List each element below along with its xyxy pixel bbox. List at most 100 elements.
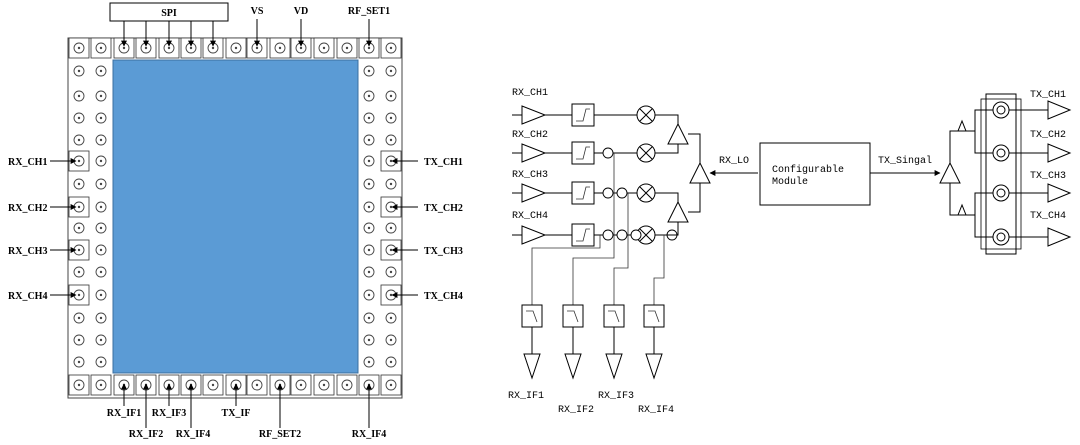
tx-isolator-core — [996, 232, 1006, 242]
pad-center — [367, 270, 371, 274]
if-output-chain — [562, 153, 615, 380]
pad-center — [367, 338, 371, 342]
pad-center — [99, 69, 103, 73]
pad-center — [77, 248, 81, 252]
module-title-line2: Module — [772, 176, 808, 188]
chip-pad — [363, 134, 375, 146]
pad-center — [99, 46, 103, 50]
rx-coupler-node — [616, 229, 628, 241]
if-filter-symbol — [567, 310, 579, 323]
rf-set2-pin-label: RF_SET2 — [259, 429, 301, 440]
pad-center — [99, 205, 103, 209]
chip-pad — [269, 37, 291, 59]
pad-center — [77, 360, 81, 364]
chip-pad — [95, 222, 107, 234]
pad-center — [389, 383, 393, 387]
pad-center — [389, 69, 393, 73]
rx-channel-row — [512, 141, 657, 165]
pad-center — [389, 360, 393, 364]
pad-center — [122, 46, 126, 50]
rx-coupler-node — [602, 187, 614, 199]
chip-pad — [363, 244, 375, 256]
pad-center — [211, 46, 215, 50]
pad-center — [278, 46, 282, 50]
chip-pad — [363, 266, 375, 278]
pad-center — [99, 270, 103, 274]
chip-pad — [363, 334, 375, 346]
rx-mixer-cross — [639, 146, 653, 160]
chip-pad — [336, 37, 358, 59]
rx-coupler-node — [630, 229, 642, 241]
chip-pad — [385, 134, 397, 146]
pad-center — [299, 383, 303, 387]
pad-center — [77, 116, 81, 120]
pad-center — [99, 316, 103, 320]
rx-lo-label: RX_LO — [719, 156, 749, 167]
chip-pad — [385, 178, 397, 190]
pad-center — [345, 46, 349, 50]
pad-center — [367, 182, 371, 186]
pad-center — [389, 46, 393, 50]
rx-ch1-pin-label: RX_CH1 — [8, 157, 47, 168]
pad-center — [367, 360, 371, 364]
pad-center — [77, 159, 81, 163]
rx-channel-row — [512, 223, 657, 247]
pad-center — [77, 226, 81, 230]
rx-if4-right-pin-label: RX_IF4 — [352, 429, 386, 440]
block-tx-ch4-label: TX_CH4 — [1030, 211, 1066, 222]
block-rx-if3-label: RX_IF3 — [598, 391, 634, 402]
chip-pad — [313, 374, 335, 396]
rx-mixer-cross — [639, 186, 653, 200]
tx-pa-triangle — [1047, 143, 1072, 163]
chip-pad — [73, 134, 85, 146]
pad-center — [77, 138, 81, 142]
tx-isolator-core — [996, 105, 1006, 115]
pad-center — [389, 270, 393, 274]
tx-channel-row — [992, 227, 1072, 247]
rx-if1-pin-label: RX_IF1 — [107, 408, 141, 419]
chip-pad — [95, 155, 107, 167]
if-output-chain — [521, 235, 601, 380]
chip-pad — [95, 334, 107, 346]
chip-pad — [363, 155, 375, 167]
chip-pad — [363, 356, 375, 368]
chip-pad — [385, 356, 397, 368]
chip-pad — [363, 222, 375, 234]
pad-center — [367, 46, 371, 50]
pad-center — [389, 293, 393, 297]
pad-center — [345, 383, 349, 387]
block-rx-ch1-label: RX_CH1 — [512, 88, 548, 99]
chip-pad — [385, 112, 397, 124]
pad-center — [77, 46, 81, 50]
rx-channel-rows — [512, 103, 678, 247]
pad-center — [189, 46, 193, 50]
chip-pad — [363, 289, 375, 301]
pad-center — [389, 205, 393, 209]
pad-center — [389, 316, 393, 320]
chip-pad — [385, 266, 397, 278]
pad-center — [299, 46, 303, 50]
pad-center — [367, 159, 371, 163]
chip-pad — [90, 37, 112, 59]
chip-pad — [73, 266, 85, 278]
chip-pad — [385, 90, 397, 102]
pad-center — [322, 383, 326, 387]
tx-splitter-tree — [939, 93, 1022, 255]
chip-pad — [225, 37, 247, 59]
rx-filter-symbol — [576, 228, 590, 242]
chip-pad — [363, 178, 375, 190]
block-tx-ch3-label: TX_CH3 — [1030, 171, 1066, 182]
pad-center — [389, 159, 393, 163]
if-feed-wire — [572, 153, 615, 264]
chip-pad — [336, 374, 358, 396]
tx-signal-label: TX_Singal — [878, 155, 932, 167]
if-filter-box — [643, 304, 665, 328]
chip-pad — [385, 65, 397, 77]
if-amp-triangle — [523, 353, 541, 380]
tx-ch3-pin-label: TX_CH3 — [424, 246, 463, 257]
rx-filter-symbol — [576, 108, 590, 122]
tx-pa-triangle — [1047, 183, 1072, 203]
pad-center — [99, 383, 103, 387]
chip-pad — [68, 374, 90, 396]
chip-pad — [73, 356, 85, 368]
